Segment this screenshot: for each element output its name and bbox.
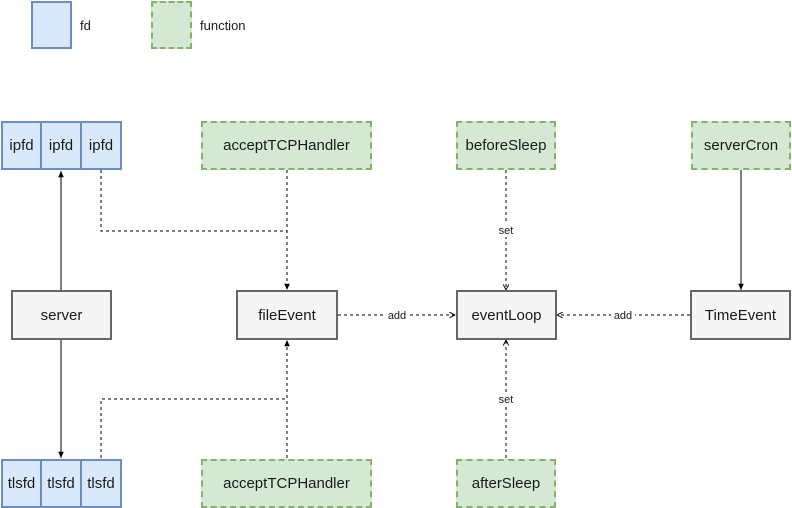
legend-fd-label: fd — [80, 18, 91, 33]
legend-fd-swatch — [31, 1, 72, 49]
ipfd-box-2: ipfd — [40, 121, 82, 170]
server-cron-node: serverCron — [691, 121, 791, 170]
file-event-node: fileEvent — [236, 290, 338, 340]
tlsfd-box-2: tlsfd — [40, 459, 82, 508]
accept-tcp-handler-top-node: acceptTCPHandler — [201, 121, 372, 170]
ipfd-box-3: ipfd — [80, 121, 122, 170]
edge-label-after-sleep-set: set — [499, 394, 514, 406]
edge-tlsfd-to-file-event — [100, 398, 287, 458]
legend-function-label: function — [200, 18, 246, 33]
event-loop-node: eventLoop — [456, 290, 557, 340]
tlsfd-box-3: tlsfd — [80, 459, 122, 508]
ipfd-box-1: ipfd — [1, 121, 42, 170]
before-sleep-node: beforeSleep — [456, 121, 556, 170]
legend-function-swatch — [151, 1, 192, 49]
edge-label-time-event-add: add — [614, 310, 632, 322]
time-event-node: TimeEvent — [690, 290, 791, 340]
server-node: server — [11, 290, 112, 340]
edge-ipfd-to-file-event — [100, 170, 287, 232]
edge-label-before-sleep-set: set — [499, 225, 514, 237]
edge-label-file-event-add: add — [388, 310, 406, 322]
accept-tcp-handler-bottom-node: acceptTCPHandler — [201, 459, 372, 508]
tlsfd-box-1: tlsfd — [1, 459, 42, 508]
after-sleep-node: afterSleep — [456, 459, 556, 508]
